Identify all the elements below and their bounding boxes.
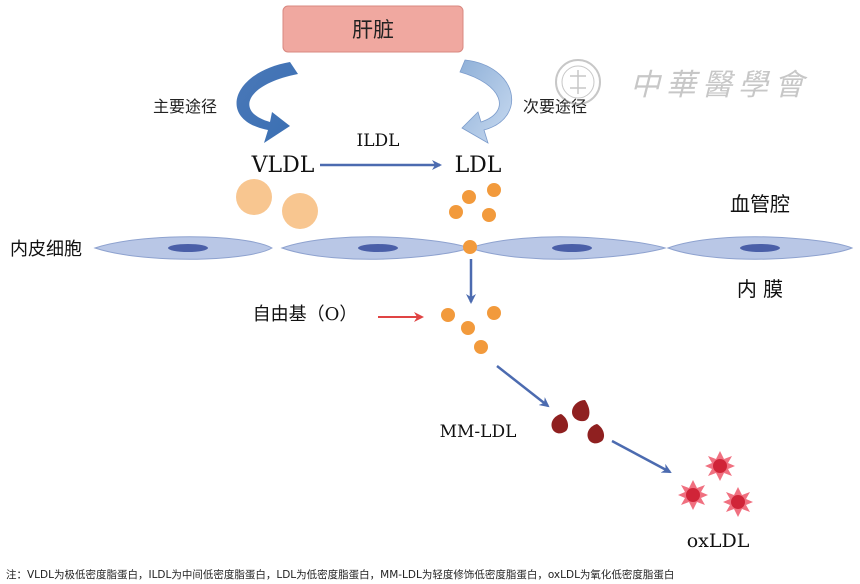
ldl-particle [441,308,455,322]
liver-box: 肝脏 [282,5,464,53]
mm-ldl-to-oxldl-arrow [611,439,672,474]
watermark-text: 中華醫學會 [630,68,810,103]
endothelial-cell [666,236,854,260]
mm-ldl-label: MM-LDL [440,422,517,442]
ildl-label: ILDL [357,131,400,151]
ldl-particle [462,190,476,204]
ldl-particle [487,183,501,197]
ldl-particle [474,340,488,354]
free-radical-label: 自由基（O） [253,304,358,325]
ldl-particle [487,306,501,320]
nucleus [358,244,398,252]
endothelial-cell [280,236,472,260]
oxldl-particles [678,451,753,517]
vldl-label: VLDL [251,153,315,178]
watermark: 中華醫學會 [555,59,810,105]
nucleus [740,244,780,252]
vldl-particles [236,179,318,229]
lumen-label: 血管腔 [730,192,790,216]
endothelium-label: 内皮细胞 [10,239,82,260]
ldl-particle [449,205,463,219]
nucleus [552,244,592,252]
ldl-particle-crossing [463,240,477,254]
mm-ldl-particles [551,400,605,444]
ldl-particle [461,321,475,335]
ldl-label: LDL [455,153,502,178]
intima-ldl-particles [441,306,501,354]
oxldl-particle [723,487,753,517]
ldl-particle [482,208,496,222]
oxldl-particle [678,480,708,510]
mm-ldl-particle [587,424,605,444]
footnote: 注：VLDL为极低密度脂蛋白，ILDL为中间低密度脂蛋白，LDL为低密度脂蛋白，… [6,569,675,581]
secondary-pathway-arrow [459,59,512,144]
liver-label: 肝脏 [352,18,394,42]
endothelial-cell [468,236,667,260]
oxldl-label: oxLDL [687,530,750,552]
nucleus [168,244,208,252]
ldl-to-mm-ldl-arrow [496,365,550,408]
main-pathway-label: 主要途径 [153,97,217,116]
intima-label: 内 膜 [737,277,783,301]
seal-icon [555,59,601,105]
endothelium-layer [93,236,854,260]
oxldl-particle [705,451,735,481]
vldl-particle [236,179,272,215]
endothelial-cell [93,236,273,260]
ldl-particles [449,183,501,222]
mm-ldl-particle [551,414,569,434]
main-pathway-arrow [236,62,298,143]
mm-ldl-particle [572,400,590,422]
secondary-pathway-label: 次要途径 [523,97,587,116]
vldl-particle [282,193,318,229]
